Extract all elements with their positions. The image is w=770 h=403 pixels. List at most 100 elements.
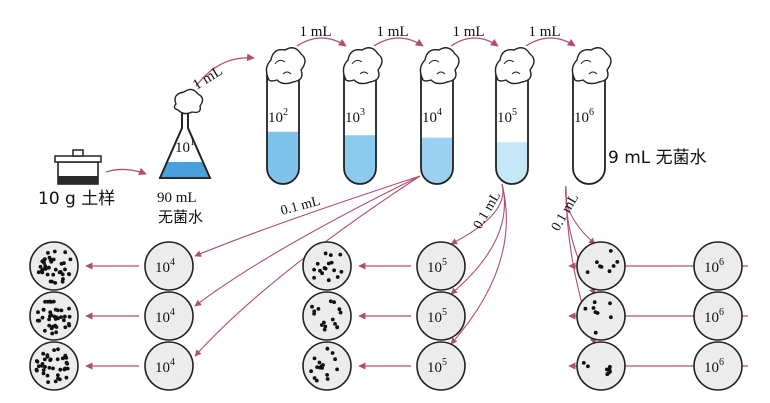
plate-dilution-label: 104 [155,357,175,376]
colony-dot [47,317,51,322]
colony-dot [322,266,327,270]
labeled-plate-dish [144,341,194,391]
soil-sample-container [54,149,102,185]
cotton-plug [342,47,383,85]
colony-dot [330,317,335,322]
colony-dot [332,268,336,273]
labeled-plate: 104 [144,291,194,341]
plate-dilution-label: 104 [155,307,175,326]
plate-dilution-exp: 6 [719,307,724,318]
colony-dot [312,356,317,361]
tube-dilution-exp: 2 [283,107,288,118]
tube-outline [266,68,300,185]
dilution-tube-2: 103 [342,47,383,185]
cotton-plug [494,47,535,85]
colony-dot [333,322,337,326]
plate-dilution-base: 10 [155,260,170,276]
plate-dilution-label: 104 [155,257,175,276]
colony-dot [585,270,590,274]
dilution-tube-4: 105 [494,47,535,185]
colony-dot [62,261,66,265]
colony-dot [63,267,67,272]
tube-dilution-label: 103 [345,107,365,126]
colony-dot [335,367,339,372]
colony-dot [58,377,62,382]
colony-dot [53,267,58,272]
tube-dilution-exp: 5 [512,107,517,118]
colony-dot [53,307,58,312]
plate-dilution-label: 106 [704,307,724,326]
tube-liquid [421,137,453,184]
colony-dot [317,360,322,365]
labeled-plate: 104 [144,241,194,291]
colony-dot [53,281,58,285]
colony-dot [68,257,73,262]
colony-dot [54,330,58,335]
colony-dot [52,249,57,254]
tube-transfer-label: 1 mL [529,24,561,40]
colony-dot [47,365,52,370]
plating-arrow [194,175,421,307]
colony-dot [599,265,604,269]
labeled-plate-dish [693,341,743,391]
plate-dilution-label: 105 [427,357,447,376]
petri-dish-colonies [576,241,626,291]
colony-dot [63,250,68,255]
plate-dilution-base: 10 [427,360,442,376]
labeled-plate-dish [693,291,743,341]
soil-sample-label: 10 g 土样 [38,189,115,209]
labeled-plate: 105 [416,291,466,341]
colony-dot [328,253,333,257]
plate-dilution-base: 10 [704,360,719,376]
plating-label-group-1: 0.1 mL [279,194,322,219]
colony-dot [310,304,314,309]
colony-dot [315,261,320,266]
colony-dot [67,272,72,277]
colony-dot [326,261,331,266]
plate-dilution-exp: 6 [719,257,724,268]
colony-dot [56,373,60,377]
colony-dot [328,299,333,304]
colony-dot [595,260,599,264]
colony-dot [62,355,67,360]
plating-label-group-2: 0.1 mL [471,189,504,232]
plate-dilution-label: 105 [427,257,447,276]
petri-dish-colonies [29,291,79,341]
colony-dot [38,264,43,269]
tube-transfer-label: 1 mL [377,24,409,40]
colony-dot [326,278,331,283]
colony-dot [64,360,69,365]
labeled-plate-dish [144,291,194,341]
colony-dot [581,361,586,365]
colony-dot [42,357,47,362]
colony-dot [593,310,598,314]
colony-dot [312,311,316,316]
colony-dot [325,377,330,381]
plate-dilution-exp: 5 [442,257,447,268]
tube-outline [420,68,454,185]
colony-dot [62,318,66,323]
tube-dilution-base: 10 [422,110,437,126]
colony-dot [335,275,340,279]
tube-liquid [496,142,528,184]
colony-dot [43,328,47,333]
plate-dilution-base: 10 [155,310,170,326]
colony-dot [40,267,45,272]
petri-dish [576,291,626,341]
colony-dot [45,354,50,359]
tube-transfer-arrow [450,37,499,47]
tube-transfer-label: 1 mL [453,24,485,40]
colony-dot [586,364,590,369]
colony-dot [41,368,46,372]
colony-dot [316,307,321,311]
colony-dot [41,307,46,312]
plate-dilution-exp: 5 [442,307,447,318]
colony-dot [333,357,337,362]
tube-dilution-exp: 3 [360,107,365,118]
labeled-plate-dish [416,291,466,341]
colony-dot [51,272,56,277]
colony-dot [611,264,616,268]
colony-dot [615,260,620,264]
petri-dish [302,241,352,291]
